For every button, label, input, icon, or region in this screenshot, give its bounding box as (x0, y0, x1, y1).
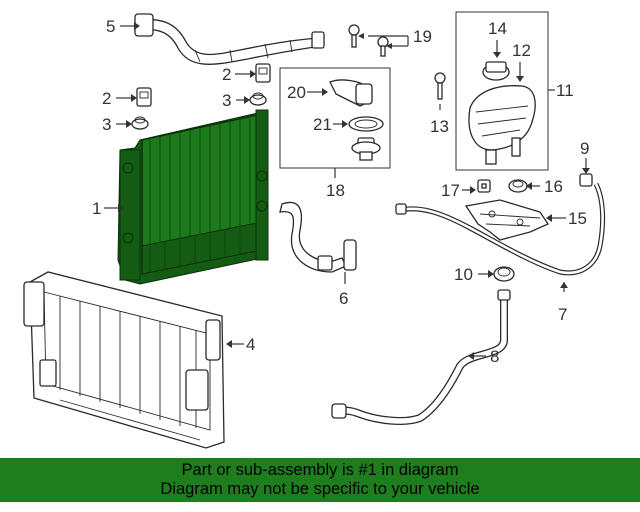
callout-4-label: 4 (246, 335, 255, 354)
callout-6-label: 6 (339, 289, 348, 308)
callout-2-upper: 2 (222, 65, 256, 84)
callout-17: 17 (441, 181, 476, 200)
part-4-shroud[interactable] (23, 271, 225, 449)
callout-15-label: 15 (568, 209, 587, 228)
callout-14: 14 (488, 19, 507, 58)
part-3-isolator-upper[interactable] (249, 92, 267, 106)
callout-10: 10 (454, 265, 494, 284)
part-17-bolt[interactable] (477, 179, 491, 193)
cooling-system-diagram: 5 19 2 (23, 11, 606, 449)
part-15-bracket[interactable] (464, 199, 549, 241)
callout-13: 13 (430, 104, 449, 136)
callout-18: 18 (326, 168, 345, 200)
callout-21-label: 21 (313, 115, 332, 134)
callout-20: 20 (287, 83, 328, 102)
callout-3-upper: 3 (222, 91, 250, 110)
callout-9-label: 9 (580, 139, 589, 158)
part-16-grommet[interactable] (508, 179, 528, 193)
part-2-clip-upper[interactable] (255, 63, 271, 83)
callout-16-label: 16 (544, 177, 563, 196)
banner-line-1: Part or sub-assembly is #1 in diagram (181, 461, 459, 479)
callout-10-label: 10 (454, 265, 473, 284)
callout-5: 5 (106, 17, 140, 36)
callout-5-label: 5 (106, 17, 115, 36)
callout-18-label: 18 (326, 181, 345, 200)
part-6-lower-hose[interactable] (279, 201, 357, 273)
part-18-thermostat-assembly[interactable] (279, 67, 391, 169)
part-11-coolant-reservoir[interactable] (455, 11, 549, 171)
callout-8: 8 (468, 347, 499, 366)
callout-2-lower: 2 (102, 89, 137, 108)
part-1-radiator[interactable] (117, 109, 269, 285)
callout-20-label: 20 (287, 83, 306, 102)
callout-13-label: 13 (430, 117, 449, 136)
callout-11: 11 (548, 81, 574, 100)
part-19-bolts[interactable] (348, 24, 389, 57)
callout-3-lower: 3 (102, 115, 132, 134)
callout-19-label: 19 (413, 27, 432, 46)
callout-3-upper-label: 3 (222, 91, 231, 110)
callout-7: 7 (558, 282, 568, 324)
callout-8-label: 8 (490, 347, 499, 366)
part-8-hose[interactable] (331, 289, 511, 425)
callout-16: 16 (526, 177, 563, 196)
part-5-upper-hose[interactable] (134, 13, 325, 65)
callout-1: 1 (92, 199, 124, 218)
part-9-fitting[interactable] (579, 173, 593, 187)
banner-line-2: Diagram may not be specific to your vehi… (160, 480, 480, 498)
callout-15: 15 (546, 209, 587, 228)
part-3-isolator-lower[interactable] (131, 116, 149, 130)
callout-14-label: 14 (488, 19, 507, 38)
info-banner: Part or sub-assembly is #1 in diagram Di… (0, 458, 640, 502)
callout-12-label: 12 (512, 41, 531, 60)
callout-2-lower-label: 2 (102, 89, 111, 108)
callout-21: 21 (313, 115, 348, 134)
part-10-cap[interactable] (493, 266, 515, 282)
callout-11-label: 11 (556, 81, 574, 100)
callout-1-label: 1 (92, 199, 101, 218)
callout-4: 4 (226, 335, 255, 354)
callout-7-label: 7 (558, 305, 567, 324)
callout-12: 12 (512, 41, 531, 82)
part-2-clip-lower[interactable] (136, 87, 152, 107)
callout-3-lower-label: 3 (102, 115, 111, 134)
part-7-overflow-hose[interactable] (395, 182, 606, 276)
callout-6: 6 (339, 272, 348, 308)
callout-9: 9 (580, 139, 590, 174)
callout-19: 19 (358, 27, 432, 49)
callout-17-label: 17 (441, 181, 460, 200)
part-13-bolt[interactable] (434, 72, 446, 100)
callout-2-upper-label: 2 (222, 65, 231, 84)
